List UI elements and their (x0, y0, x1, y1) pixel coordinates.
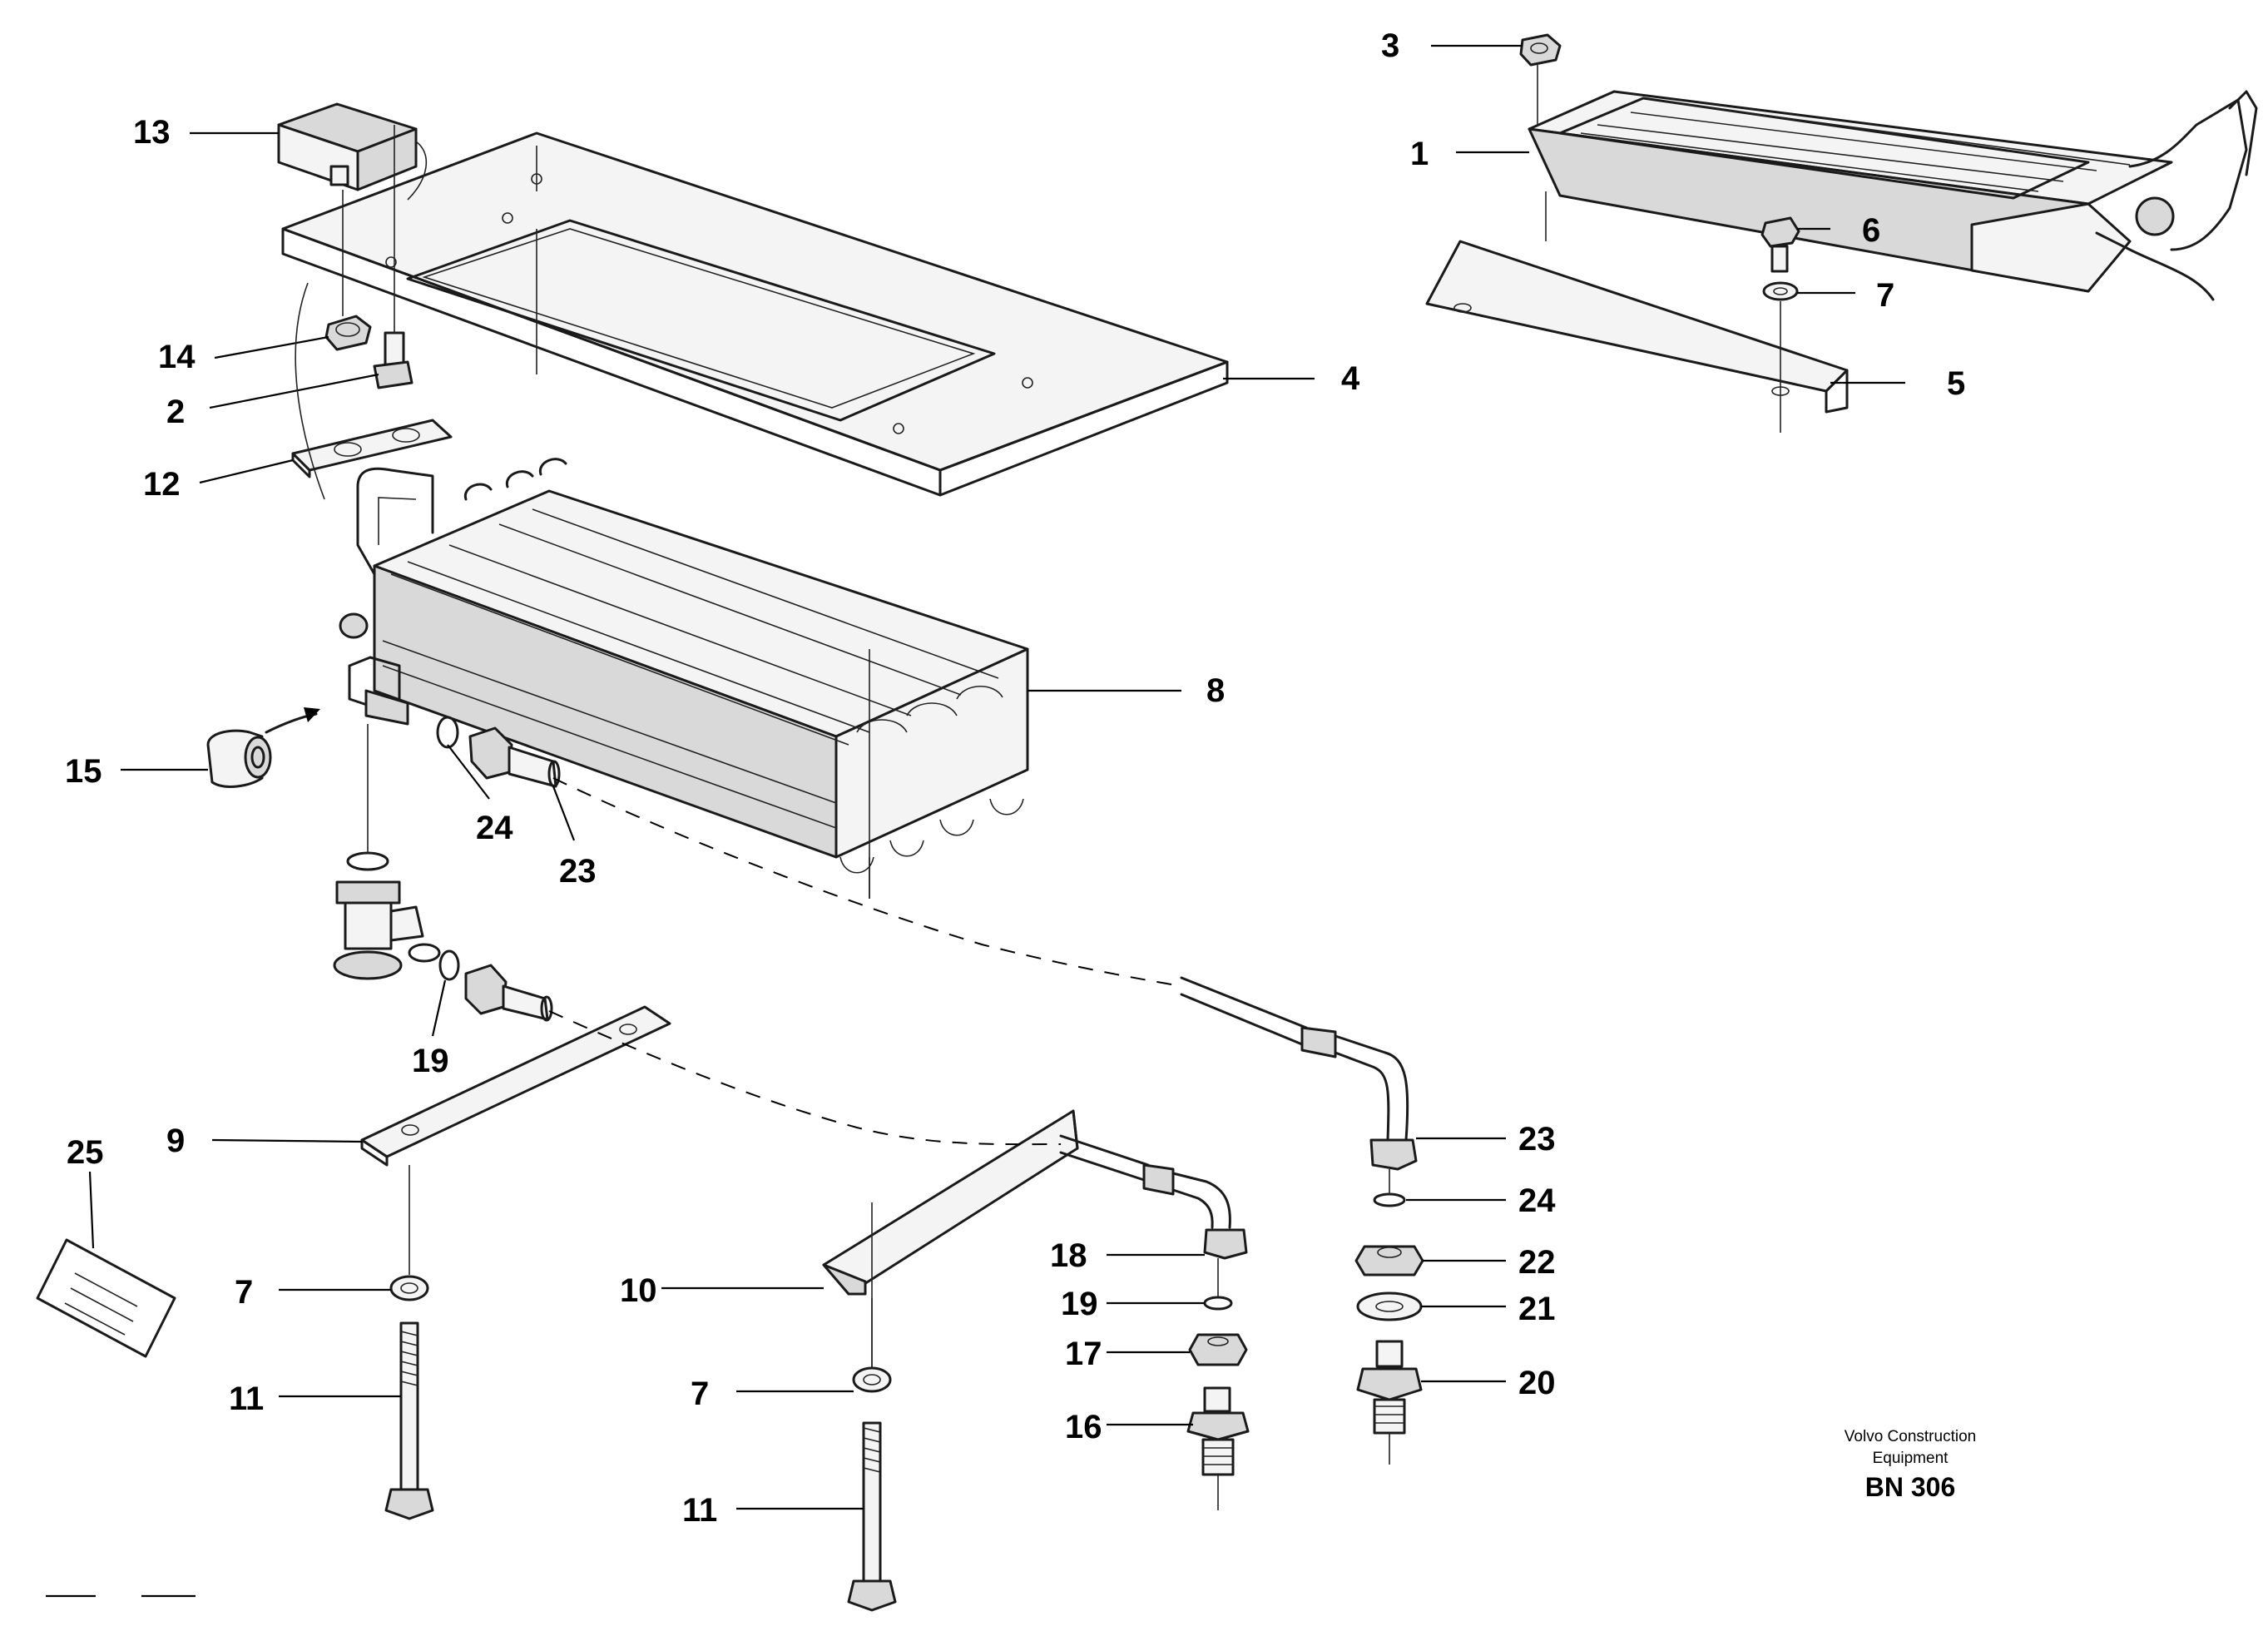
o-ring-19-middle (1203, 1296, 1233, 1311)
o-ring-24-right (1373, 1192, 1406, 1207)
callout-3: 3 (1381, 27, 1399, 64)
callout-18: 18 (1050, 1237, 1087, 1274)
callout-19-lower-left: 19 (412, 1043, 449, 1079)
washer-upper-tee (346, 851, 389, 871)
washer-7-middle (852, 1366, 892, 1393)
callout-11-middle: 11 (682, 1492, 717, 1529)
callout-21: 21 (1518, 1291, 1556, 1327)
tee-fitting (333, 880, 441, 980)
sensor-box (277, 102, 428, 201)
dashed-route-upper (552, 777, 1182, 987)
assembly-axis-lines (295, 65, 1781, 1510)
callout-22: 22 (1518, 1244, 1556, 1281)
callout-23-upper: 23 (559, 853, 597, 890)
callout-7-inset: 7 (1876, 277, 1894, 314)
screw-2 (373, 331, 413, 389)
nut-3 (1519, 33, 1562, 67)
washer-7-left (389, 1275, 429, 1301)
leader-lines (88, 44, 1905, 1510)
hose-nipple-23-upper (468, 726, 561, 788)
decal-25 (36, 1238, 176, 1358)
callout-8: 8 (1206, 672, 1225, 709)
dashed-route-lower (548, 1010, 1062, 1146)
heater-core (339, 458, 1029, 874)
callout-23-right: 23 (1518, 1121, 1556, 1158)
callout-13: 13 (133, 114, 171, 151)
callout-19-middle: 19 (1061, 1286, 1098, 1322)
angle-bracket-10 (822, 1109, 1079, 1296)
callout-12: 12 (143, 466, 181, 503)
bolt-11-left (384, 1321, 434, 1520)
nut-17 (1188, 1333, 1248, 1366)
callout-25: 25 (67, 1134, 104, 1171)
callout-10: 10 (620, 1272, 657, 1309)
callout-1: 1 (1410, 136, 1429, 172)
publisher-line-2: Equipment (1873, 1450, 1949, 1467)
o-ring-24-upper (436, 716, 459, 749)
screw-6 (1760, 216, 1800, 273)
union-16 (1186, 1386, 1250, 1476)
drawing-code: BN 306 (1865, 1472, 1956, 1502)
bolt-11-middle (847, 1421, 897, 1612)
callout-4: 4 (1341, 360, 1360, 397)
callout-24-right: 24 (1518, 1182, 1556, 1219)
callout-14: 14 (158, 339, 196, 375)
hose-lower-middle (1059, 1134, 1248, 1260)
callout-2: 2 (166, 394, 185, 430)
callout-9: 9 (166, 1123, 185, 1159)
callout-7-middle: 7 (691, 1376, 709, 1412)
callout-17: 17 (1065, 1336, 1102, 1372)
heater-unit-1 (1528, 90, 2258, 301)
publisher-block: Volvo Construction Equipment BN 306 (1845, 1428, 1976, 1502)
callout-labels: 3 1 6 7 5 4 13 14 2 12 8 15 24 23 19 9 2… (65, 27, 1965, 1529)
hose-upper-right (1180, 976, 1418, 1171)
cover-plate (281, 131, 1229, 497)
callout-11-left: 11 (229, 1381, 264, 1417)
bulkhead-fitting-20 (1356, 1340, 1423, 1435)
bushing-15 (206, 707, 320, 788)
callout-7-left: 7 (235, 1274, 253, 1311)
strap-9 (360, 1005, 671, 1167)
o-ring-19-lower (438, 949, 460, 981)
nut-22 (1354, 1245, 1424, 1277)
callout-24-upper: 24 (476, 810, 513, 846)
callout-6: 6 (1862, 212, 1880, 249)
publisher-line-1: Volvo Construction (1845, 1428, 1976, 1445)
callout-5: 5 (1947, 365, 1965, 402)
callout-15: 15 (65, 753, 102, 790)
washer-21 (1356, 1291, 1423, 1321)
callout-16: 16 (1065, 1409, 1102, 1445)
washer-7-inset (1762, 281, 1799, 301)
bracket-plate-12 (291, 419, 453, 478)
callout-20: 20 (1518, 1365, 1556, 1401)
nut-14 (324, 315, 372, 351)
hose-nipple-lower (464, 964, 553, 1022)
